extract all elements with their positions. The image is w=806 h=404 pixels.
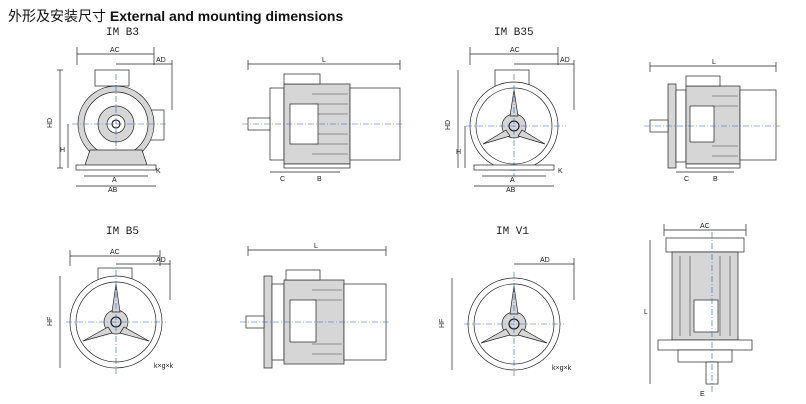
b35-dim-ad: AD xyxy=(560,57,570,64)
b3-front-view: AC AD HD H A AB K xyxy=(47,47,173,194)
b3-dim-b: B xyxy=(317,176,322,183)
b3-dim-hd: HD xyxy=(47,118,54,128)
page-title: 外形及安装尺寸 External and mounting dimensions xyxy=(8,6,343,26)
b5-dim-kxgk: k×g×k xyxy=(154,363,174,370)
b3-dim-ab: AB xyxy=(108,187,118,194)
label-im-b3: IM B3 xyxy=(106,27,140,39)
v1-dim-ac: AC xyxy=(700,223,710,230)
b5-dim-l: L xyxy=(314,243,318,250)
b35-dim-h: H xyxy=(456,149,461,156)
b35-dim-k: K xyxy=(558,168,563,175)
b35-front-view: AC AD HD H A AB K xyxy=(445,47,575,194)
b35-dim-b: B xyxy=(713,176,718,183)
label-im-v1: IM V1 xyxy=(496,226,530,238)
b3-dim-h: H xyxy=(60,147,65,154)
b35-dim-c: C xyxy=(684,176,689,183)
b35-side-view: L C B xyxy=(644,59,780,183)
b5-dim-ad: AD xyxy=(156,257,166,264)
v1-side-view: AC L E xyxy=(644,223,753,398)
page-title-en: External and mounting dimensions xyxy=(109,8,344,24)
b5-dim-hf: HF xyxy=(47,317,54,326)
b3-side-view: L C B xyxy=(242,57,402,183)
label-im-b35: IM B35 xyxy=(494,27,534,39)
b35-dim-ab: AB xyxy=(506,187,516,194)
b3-dim-ad: AD xyxy=(156,57,166,64)
b35-dim-l: L xyxy=(712,59,716,66)
v1-dim-e: E xyxy=(700,391,705,398)
v1-dim-hf: HF xyxy=(439,319,446,328)
b3-dim-l: L xyxy=(322,57,326,64)
b35-dim-hd: HD xyxy=(445,120,452,130)
b3-dim-ac: AC xyxy=(110,47,120,54)
b5-side-view: L xyxy=(240,243,390,369)
b5-dim-ac: AC xyxy=(110,249,120,256)
v1-dim-l: L xyxy=(644,309,648,316)
v1-front-view: AD HF k×g×k xyxy=(439,257,575,376)
b3-dim-a: A xyxy=(112,177,117,184)
b35-dim-ac: AC xyxy=(510,47,520,54)
v1-dim-kxgk: k×g×k xyxy=(552,365,572,372)
b35-dim-a: A xyxy=(510,177,515,184)
b3-dim-c: C xyxy=(280,176,285,183)
page-title-cn: 外形及安装尺寸 xyxy=(8,9,106,25)
b3-dim-k: K xyxy=(156,168,161,175)
label-im-b5: IM B5 xyxy=(106,226,140,238)
v1-dim-ad: AD xyxy=(540,257,550,264)
b5-front-view: AC AD HF k×g×k xyxy=(47,249,174,374)
